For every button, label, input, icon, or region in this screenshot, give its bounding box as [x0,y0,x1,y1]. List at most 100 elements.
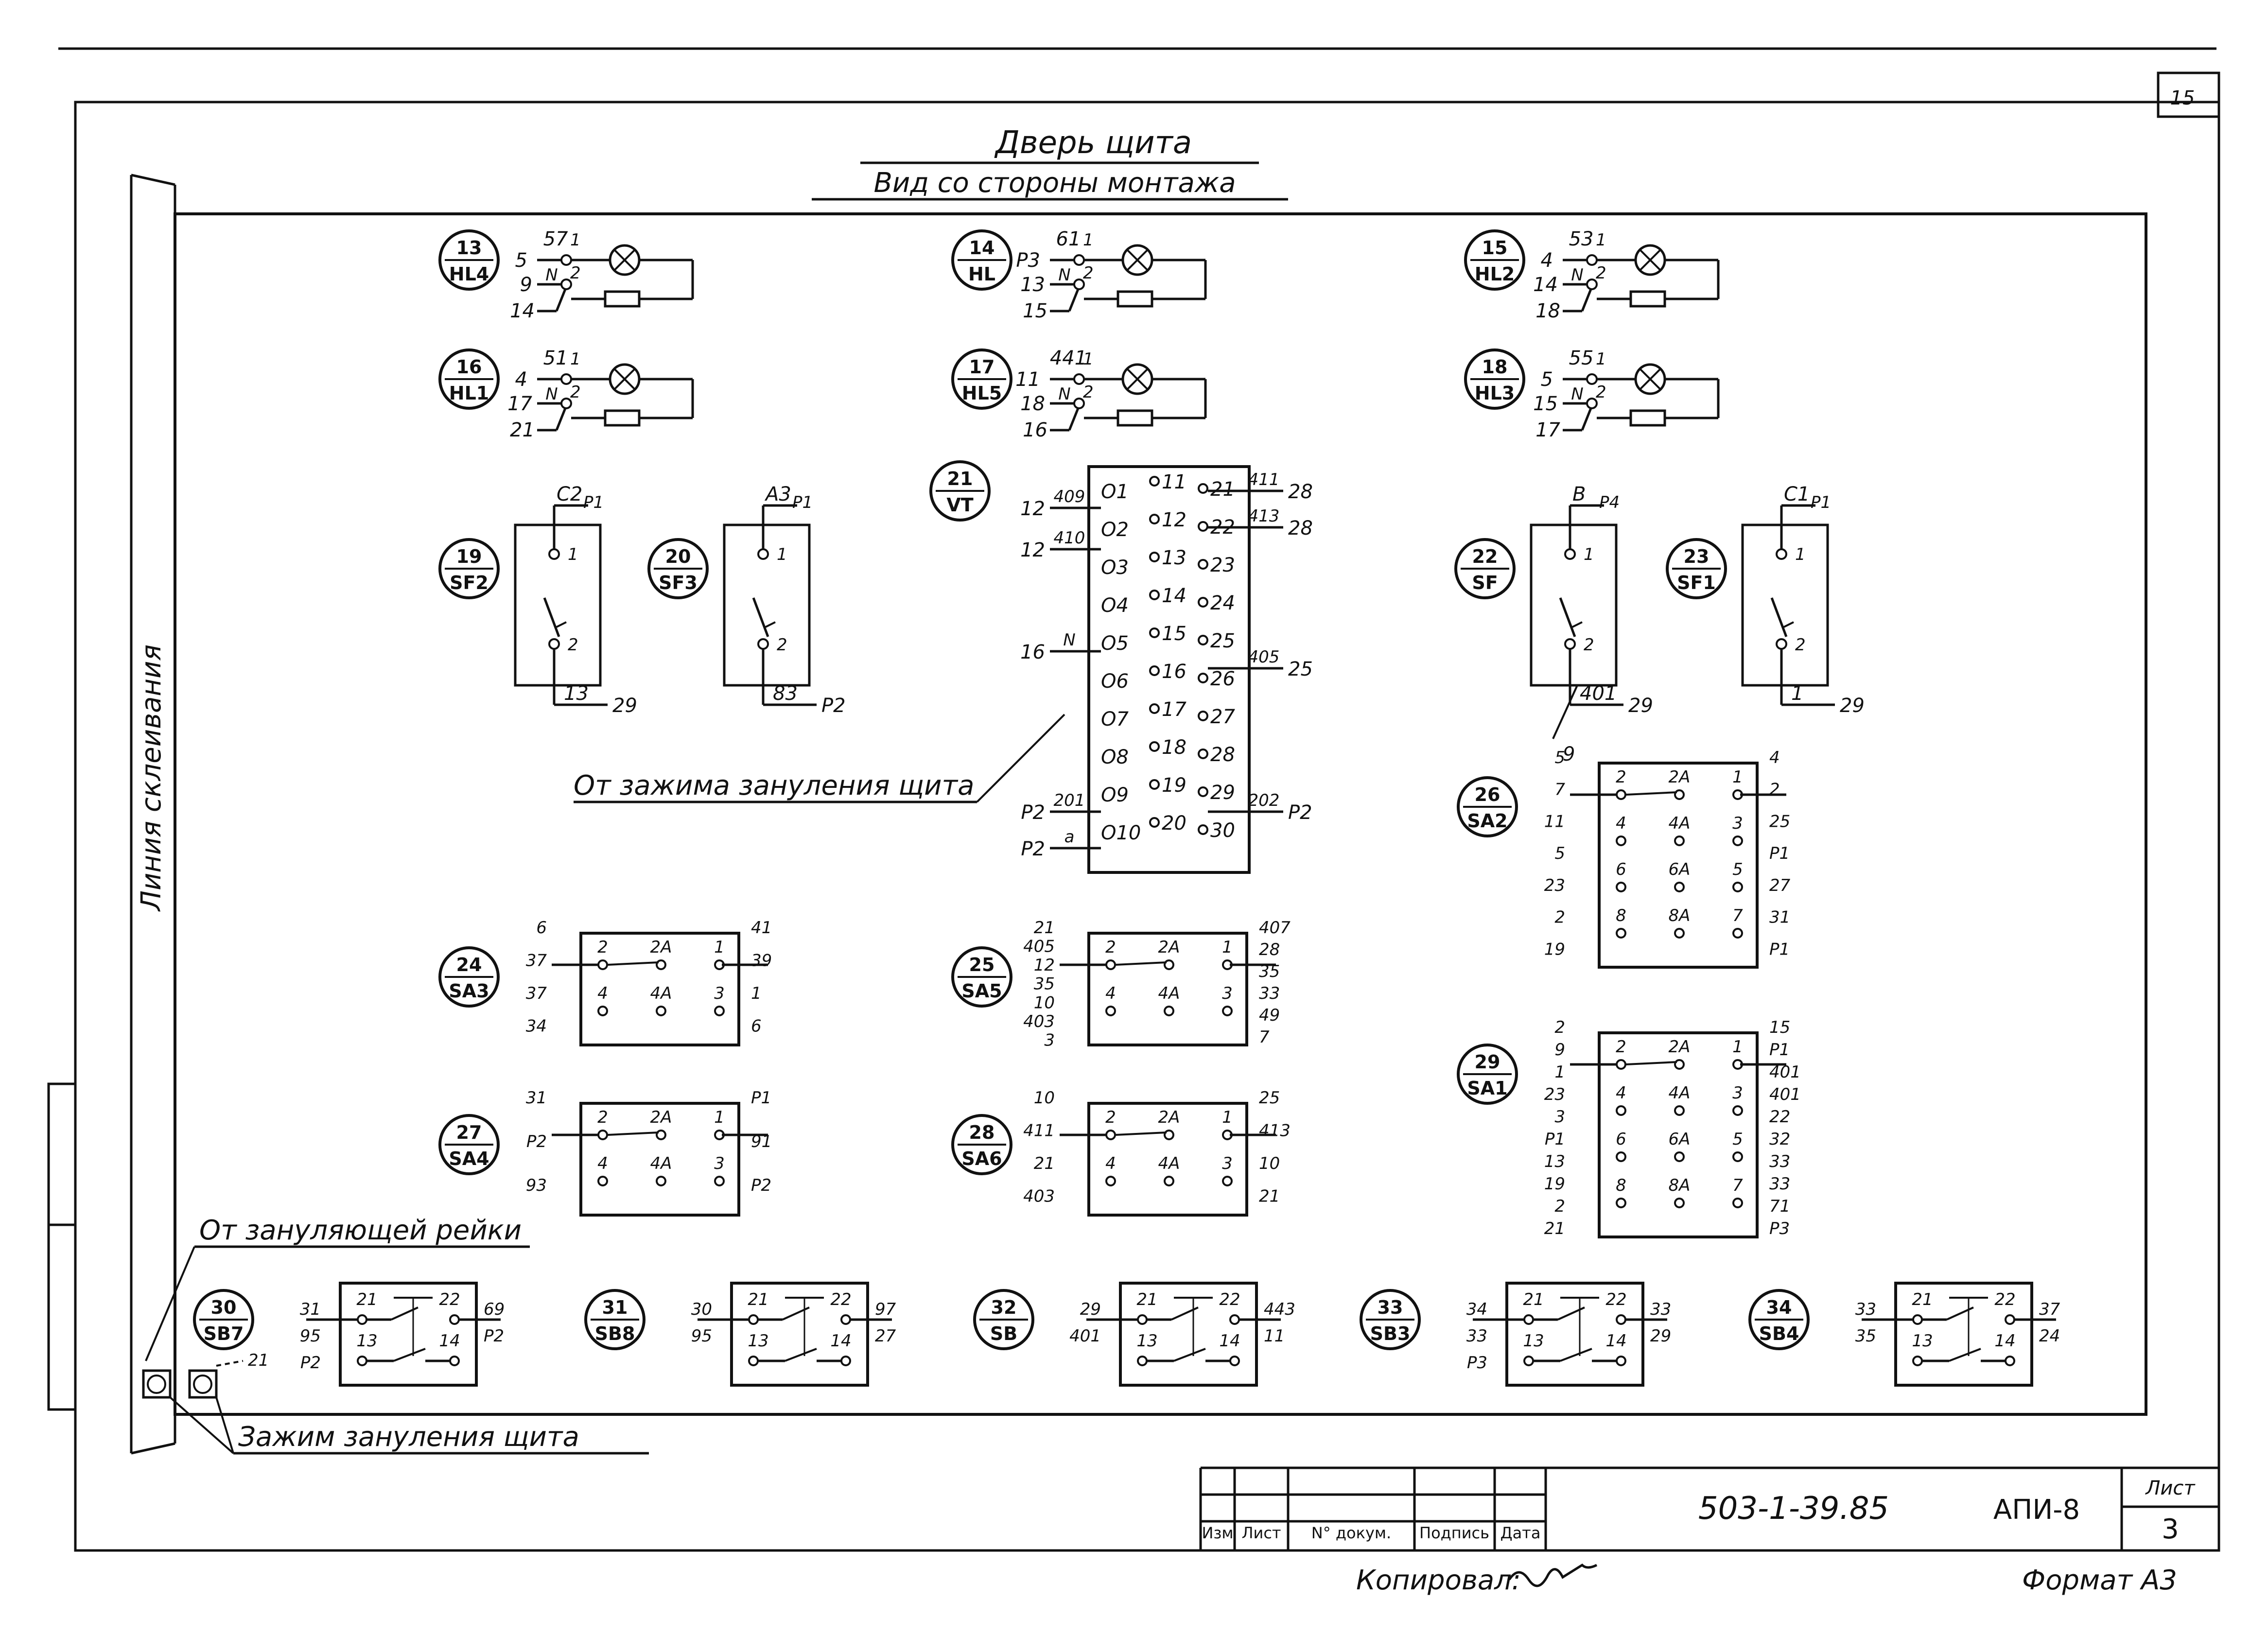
wire-number: 39 [751,951,772,971]
wire-number: 7 [1259,1027,1270,1047]
contact-pin [1523,1314,1534,1325]
pin-number: 2 [1596,263,1606,283]
contact-label: 6 [1616,860,1626,879]
terminal-label: 25 [1210,630,1235,652]
ground-screw-icon [147,1375,166,1394]
contact-label: 4A [650,984,672,1003]
wire-number: 403 [1023,1012,1055,1031]
wire-number: 34 [1466,1300,1487,1319]
tb-header-rev: Изм [1202,1524,1233,1542]
badge-number: 28 [969,1122,995,1143]
terminal-pin [560,278,572,290]
badge-ref: SA1 [1467,1078,1507,1099]
wire-number: 33 [1650,1300,1671,1319]
terminal-number: P1 [583,493,604,512]
breaker-body [1530,523,1618,687]
contact-label: 8 [1616,906,1626,925]
wire-number: 443 [1264,1300,1295,1319]
contact-label: 4A [1158,1154,1180,1173]
wire-number: 33 [1855,1300,1876,1319]
wire-number: 25 [1259,1088,1280,1108]
contact-label: 13 [356,1331,377,1351]
wire-number: 30 [691,1300,712,1319]
wire-number: 401 [1769,1085,1801,1104]
contact-pin [1105,1176,1116,1186]
wire-number: 2 [1554,1197,1565,1216]
contact-label: 2A [1158,1108,1180,1127]
button-body [730,1282,869,1387]
contact-pin [1616,1105,1626,1116]
pin-number: 2 [1596,383,1606,402]
contact-label: 4 [597,1154,608,1173]
wire-number: 37 [526,951,547,971]
resistor-icon [1117,290,1153,308]
wire-number: 71 [1769,1197,1790,1216]
switch-body [1087,932,1248,1046]
badge-number: 19 [456,546,482,567]
contact-label: 4 [1105,1154,1116,1173]
terminal-pin [1198,673,1208,683]
ground-terminal-2 [188,1369,218,1399]
contact-pin [656,1006,666,1016]
wire-number: 2 [1554,908,1565,927]
wire-number: 5 [1554,844,1565,863]
contact-label: 21 [356,1290,377,1309]
wire-number: 405 [1023,937,1055,957]
wire-number: 21 [1034,1154,1055,1173]
copied-by-label: Копировал: [1356,1565,1521,1596]
wire [555,289,567,312]
terminal-label: 18 [1162,736,1186,759]
ground-from-panel-label: От зажима зануления щита [574,770,974,801]
wire-number: 35 [1259,962,1280,981]
wire [752,597,769,637]
badge-ref: HL4 [449,263,489,285]
ref-badge [1464,348,1525,410]
neutral-label: N [545,384,558,404]
wire-number: 97 [875,1300,896,1319]
contact-pin [1616,882,1626,892]
contact-pin [597,959,608,970]
wire [1572,621,1583,628]
pin-number: 2 [1083,383,1094,402]
contact-pin [1674,1151,1685,1162]
tb-header-sign: Подпись [1419,1524,1489,1542]
wire-number: 411 [1023,1121,1055,1141]
terminal-label: 30 [1210,819,1235,842]
badge-ref: SB3 [1370,1323,1411,1344]
badge-number: 23 [1684,546,1710,567]
terminal-pin [1149,779,1160,790]
terminal-pin [1198,786,1208,797]
wire [1770,597,1788,637]
switch-body [579,932,740,1046]
wire [614,368,635,390]
terminal-label: 20 [1162,812,1186,835]
wire-number: 37 [526,984,547,1003]
wire [1552,685,1578,739]
terminal-pin [1198,483,1208,494]
terminal-label: 19 [1162,774,1186,797]
contact-pin [1523,1356,1534,1366]
contact-label: 21 [1912,1290,1933,1309]
contact-pin [1164,1006,1174,1016]
wire-number: P3 [1769,1219,1790,1238]
wire-number: 2 [1554,1018,1565,1037]
wire-number: 29 [1080,1300,1101,1319]
wire-number: 11 [1264,1326,1285,1346]
contact-pin [1674,882,1685,892]
ref-badge [438,946,500,1008]
terminal-label: 24 [1210,592,1235,614]
contact-pin [1616,1059,1626,1070]
wire-number: 405 [1248,647,1280,667]
wire-number: 41 [751,918,772,938]
pin-number: 1 [570,349,581,369]
wire [607,1131,659,1136]
pin-number: 2 [1795,635,1806,655]
terminal-pin [1073,398,1085,409]
wire-number: 61 [1056,228,1081,250]
wire [1173,1348,1206,1362]
wire-number: P2 [300,1353,321,1373]
terminal-pin [1776,638,1787,650]
pin-number: 1 [1795,545,1806,564]
wire-number: 409 [1054,487,1085,506]
terminal-pin [560,254,572,266]
